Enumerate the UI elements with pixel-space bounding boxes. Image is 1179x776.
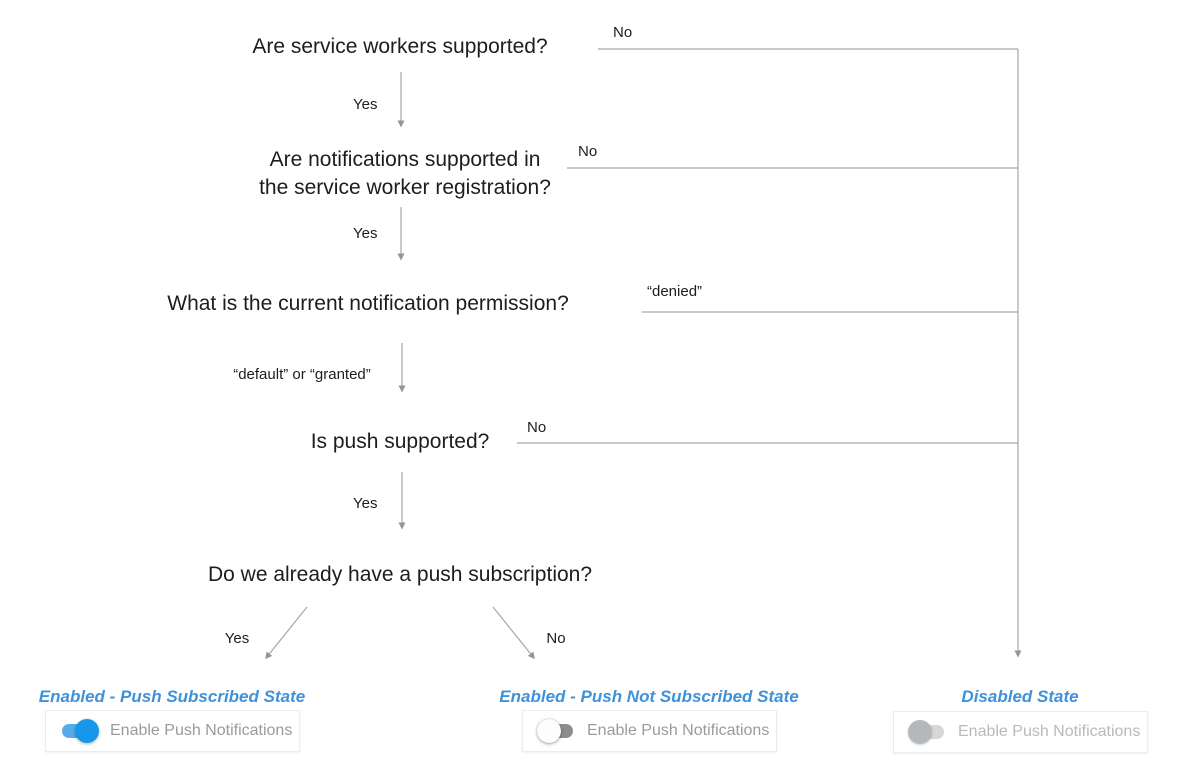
state-label-enabled-subscribed: Enabled - Push Subscribed State	[38, 687, 306, 706]
question-text: the service worker registration?	[259, 176, 551, 199]
state-label-enabled-not-subscribed: Enabled - Push Not Subscribed State	[499, 687, 799, 706]
label-q5-yes: Yes	[224, 630, 250, 647]
toggle-knob	[75, 719, 99, 743]
card-enabled-subscribed: Enable Push Notifications	[45, 710, 300, 752]
toggle-knob	[537, 719, 561, 743]
push-toggle-off[interactable]	[537, 719, 576, 743]
toggle-label: Enable Push Notifications	[958, 723, 1141, 740]
question-text: Is push supported?	[310, 430, 490, 453]
push-toggle-on[interactable]	[60, 719, 99, 743]
question-text: Do we already have a push subscription?	[207, 563, 593, 586]
question-notifications-supported: Are notifications supported in the servi…	[259, 146, 551, 202]
label-q3-denied: “denied”	[647, 283, 703, 300]
label-q2-no: No	[578, 143, 598, 160]
toggle-label: Enable Push Notifications	[587, 722, 770, 739]
label-q4-yes: Yes	[353, 495, 378, 512]
toggle-knob	[908, 720, 932, 744]
label-q1-yes: Yes	[353, 96, 378, 113]
question-text: What is the current notification permiss…	[167, 292, 569, 315]
question-text: Are notifications supported in	[269, 148, 541, 171]
question-existing-subscription: Do we already have a push subscription?	[208, 561, 592, 589]
label-q4-no: No	[527, 419, 547, 436]
card-enabled-not-subscribed: Enable Push Notifications	[522, 710, 777, 752]
question-push-supported: Is push supported?	[311, 428, 490, 456]
toggle-label: Enable Push Notifications	[110, 722, 293, 739]
question-text: Are service workers supported?	[252, 35, 548, 58]
label-q1-no: No	[613, 24, 633, 41]
label-q3-default-or-granted: “default” or “granted”	[233, 366, 371, 383]
edge-q5-no	[492, 606, 535, 660]
question-notification-permission: What is the current notification permiss…	[167, 290, 569, 318]
state-label-disabled: Disabled State	[961, 687, 1079, 706]
edge-q5-yes	[265, 606, 308, 660]
label-q2-yes: Yes	[353, 225, 378, 242]
card-disabled: Enable Push Notifications	[893, 711, 1148, 753]
push-toggle-disabled	[908, 720, 947, 744]
label-q5-no: No	[546, 630, 566, 647]
question-service-workers: Are service workers supported?	[252, 33, 547, 61]
